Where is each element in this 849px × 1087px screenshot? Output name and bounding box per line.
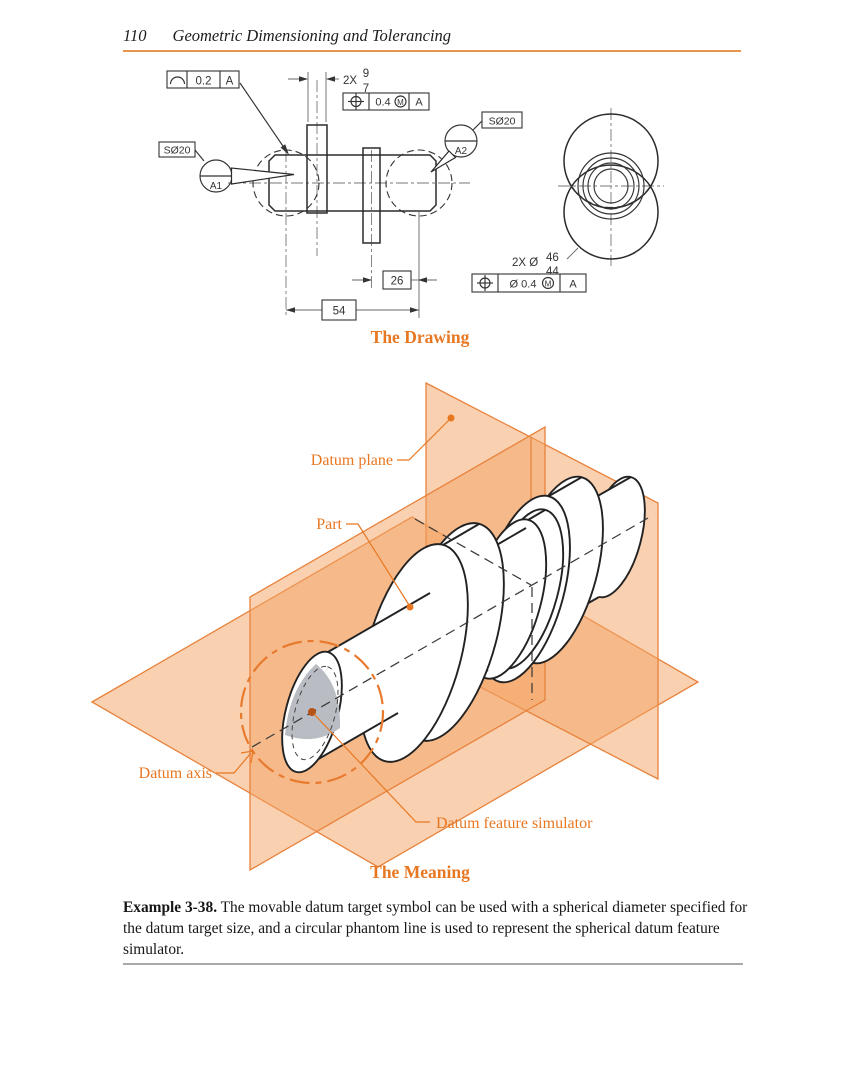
caption-body: The movable datum target symbol can be u… — [123, 899, 748, 959]
dim-2x-9-7: 2X 9 7 — [288, 68, 369, 95]
shaft-circle-3 — [582, 157, 640, 215]
shaft-circle-1 — [593, 168, 629, 204]
hidden-simulator-arc — [565, 173, 657, 208]
leader-arrowhead — [280, 144, 289, 155]
datum-target-a2: SØ20 A2 — [430, 111, 523, 173]
fcf-position-datum: A — [415, 97, 423, 109]
simulator-circle-top — [563, 113, 659, 209]
leader-dot-part — [406, 603, 414, 611]
end-callout-upper: 46 — [546, 252, 559, 264]
rib1 — [306, 124, 328, 214]
annotations: Datum plane Part Datum axis Datum featur… — [139, 414, 593, 832]
profile-of-line-symbol-icon — [169, 76, 186, 85]
datum-axis-line — [251, 517, 649, 748]
fcf-end-tolerance: Ø 0.4 — [510, 279, 537, 291]
leader-dot-datum-plane — [447, 414, 455, 422]
footer-rule — [123, 963, 743, 965]
meaning-scene: Datum plane Part Datum axis Datum featur… — [90, 381, 700, 872]
label-part: Part — [316, 516, 342, 533]
svg-text:M: M — [545, 279, 552, 288]
fcf-position-frame: 0.4 M A — [342, 92, 430, 111]
datum-target-a1: SØ20 A1 — [158, 141, 295, 193]
phantom-simulator-circle — [239, 639, 385, 785]
datum-axis-arrowhead — [240, 750, 254, 764]
shaft-circle-2 — [587, 162, 635, 210]
sphere-label-left: SØ20 — [164, 145, 191, 157]
target-a2-label: A2 — [455, 146, 468, 157]
header-rule — [123, 50, 741, 52]
section-title-drawing: The Drawing — [370, 327, 470, 347]
front-view: 0.2 A 2X 9 7 0.4 — [158, 68, 523, 321]
limit-lower: 7 — [363, 83, 369, 95]
page-header: 110 Geometric Dimensioning and Toleranci… — [123, 26, 743, 46]
label-datum-axis: Datum axis — [139, 765, 212, 782]
limit-upper: 9 — [363, 68, 369, 80]
movable-target-triangle-a1 — [230, 167, 295, 185]
sphere-label-right: SØ20 — [489, 116, 516, 128]
dim-26-value: 26 — [391, 276, 404, 288]
mmc-modifier-icon: M — [394, 95, 407, 108]
hidden-contact-circle — [291, 665, 339, 761]
mmc-modifier-icon: M — [541, 276, 555, 290]
caption-lead: Example 3-38. — [123, 899, 218, 916]
phantom-sphere-right — [385, 149, 453, 217]
fcf-profile-datum: A — [226, 76, 234, 88]
fcf-end-datum: A — [569, 279, 577, 291]
shaft-circle-4 — [577, 152, 645, 220]
position-symbol-icon — [348, 93, 364, 110]
section-title-meaning: The Meaning — [370, 862, 470, 882]
fcf-profile-frame: 0.2 A — [166, 70, 289, 155]
fcf-position-end-frame: Ø 0.4 M A — [471, 273, 587, 293]
end-view: 2X Ø 46 44 Ø 0.4 M A — [471, 108, 664, 293]
header-title: Geometric Dimensioning and Tolerancing — [172, 26, 452, 45]
page-number: 110 — [123, 26, 147, 45]
position-symbol-icon — [477, 275, 493, 291]
target-a1-label: A1 — [210, 181, 223, 192]
label-datum-plane: Datum plane — [311, 452, 393, 469]
dim-54-value: 54 — [333, 306, 346, 318]
fcf-profile-tolerance: 0.2 — [196, 76, 212, 88]
movable-target-triangle-a2 — [430, 150, 457, 173]
label-datum-feature-simulator: Datum feature simulator — [436, 815, 593, 832]
figure-caption: Example 3-38. The movable datum target s… — [123, 897, 753, 960]
simulator-circle-bottom — [563, 164, 659, 260]
dim-26: 26 — [352, 270, 437, 290]
rib2 — [362, 147, 381, 244]
fcf-position-tolerance: 0.4 — [375, 97, 390, 109]
dim-count: 2X — [343, 75, 357, 87]
dim-54: 54 — [286, 299, 419, 321]
hidden-plane-edge — [414, 518, 532, 586]
svg-text:M: M — [397, 98, 404, 107]
end-callout-prefix: 2X Ø — [512, 257, 538, 269]
